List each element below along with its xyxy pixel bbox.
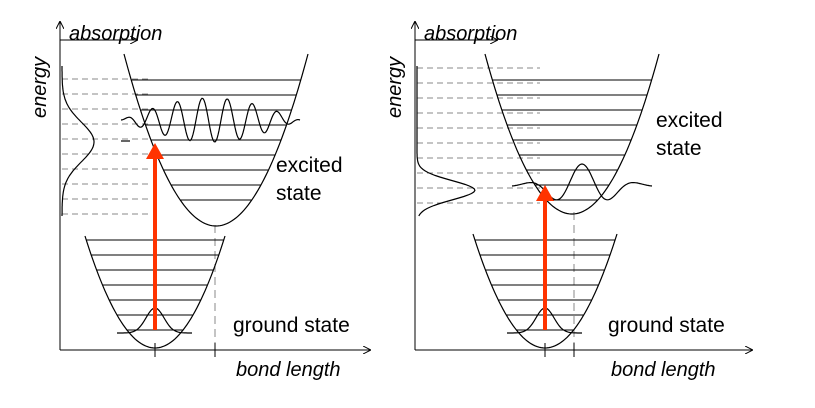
absorption-spectrum — [61, 66, 95, 216]
excitation-arrow — [146, 143, 164, 330]
excited-state-label-line1: excited — [656, 109, 723, 132]
bond-length-axis-label: bond length — [611, 359, 716, 381]
arrow-head — [146, 143, 164, 159]
absorption-label: absorption — [424, 23, 517, 45]
projection-dashes — [417, 67, 575, 350]
absorption-spectrum — [416, 66, 476, 217]
absorption-band — [416, 66, 476, 217]
excited-state-well — [120, 53, 309, 227]
excited-state-label-line2: state — [276, 182, 322, 205]
excited-state-label-line1: excited — [276, 154, 343, 177]
arrow-head — [536, 185, 554, 201]
panel-right: absorption energy excited state ground s… — [384, 22, 752, 381]
excited-state-well — [484, 53, 660, 215]
absorption-label: absorption — [69, 23, 162, 45]
excitation-arrow — [536, 185, 554, 330]
energy-axis-label: energy — [384, 56, 406, 118]
excited-state-label-line2: state — [656, 137, 702, 160]
projection-dashes — [62, 78, 216, 350]
absorption-band — [61, 66, 95, 216]
excited-wavefunction — [511, 163, 653, 201]
energy-axis-label: energy — [29, 56, 51, 118]
bond-length-axis-label: bond length — [236, 359, 341, 381]
axes — [415, 22, 752, 357]
ground-state-label: ground state — [233, 314, 350, 337]
axes — [60, 22, 370, 357]
panel-left: absorption energy excited state ground s… — [29, 22, 370, 381]
ground-state-label: ground state — [608, 314, 725, 337]
potential-curve — [484, 53, 660, 215]
excited-wavefunction — [120, 97, 301, 143]
